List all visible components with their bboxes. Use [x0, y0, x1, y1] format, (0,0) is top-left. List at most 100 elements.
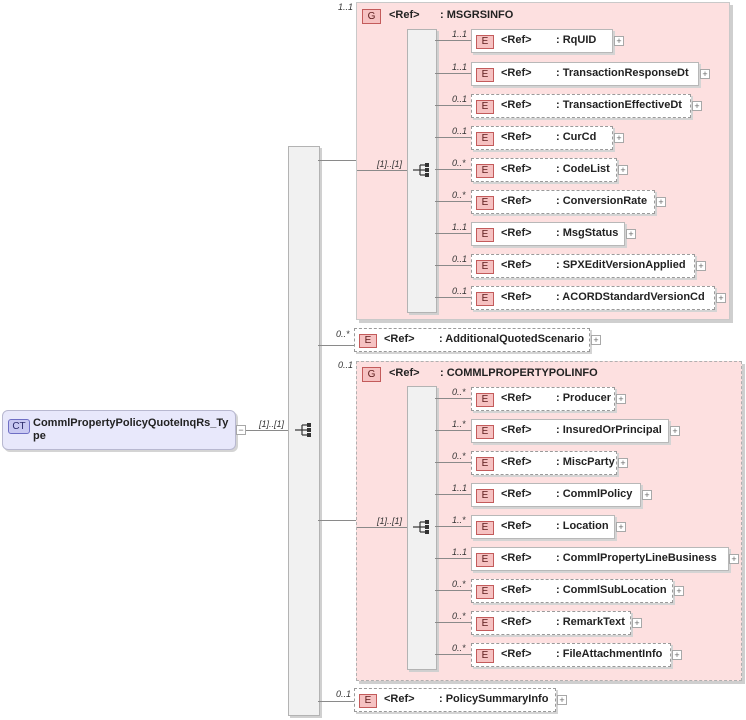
element-badge: E — [476, 521, 494, 535]
expand-toggle[interactable]: + — [729, 554, 739, 564]
expand-toggle[interactable]: + — [696, 261, 706, 271]
element-badge: E — [476, 489, 494, 503]
connector — [435, 430, 471, 431]
expand-toggle[interactable]: + — [618, 458, 628, 468]
connector — [435, 622, 471, 623]
element-insuredorprincipal[interactable]: E <Ref> : InsuredOrPrincipal — [471, 419, 669, 443]
expand-toggle[interactable]: + — [716, 293, 726, 303]
element-badge: E — [476, 132, 494, 146]
connector — [435, 105, 471, 106]
connector — [318, 701, 354, 702]
connector — [435, 297, 471, 298]
element-conversionrate[interactable]: E <Ref> : ConversionRate — [471, 190, 655, 214]
item-cardinality: 1..1 — [452, 29, 468, 39]
element-name: : CommlPolicy — [556, 488, 633, 500]
element-commlsublocation[interactable]: E <Ref> : CommlSubLocation — [471, 579, 673, 603]
expand-toggle[interactable]: + — [614, 36, 624, 46]
expand-toggle[interactable]: + — [642, 490, 652, 500]
commlpropertypolinfo-group[interactable]: G <Ref> : COMMLPROPERTYPOLINFO [1]..[1] … — [356, 361, 742, 681]
expand-toggle[interactable]: + — [616, 394, 626, 404]
element-ref: <Ref> — [501, 195, 532, 207]
element-name: : MsgStatus — [556, 227, 619, 239]
element-badge: E — [476, 393, 494, 407]
element-ref: <Ref> — [501, 259, 532, 271]
expand-toggle[interactable]: + — [616, 522, 626, 532]
element-miscparty[interactable]: E <Ref> : MiscParty — [471, 451, 617, 475]
msgrsinfo-group[interactable]: G <Ref> : MSGRSINFO [1]..[1] 1..1 E <Ref… — [356, 2, 730, 320]
element-ref: <Ref> — [501, 456, 532, 468]
element-name: : Location — [556, 520, 609, 532]
element-curcd[interactable]: E <Ref> : CurCd — [471, 126, 613, 150]
group-name: : MSGRSINFO — [440, 9, 514, 21]
expand-toggle[interactable]: + — [632, 618, 642, 628]
element-fileattachmentinfo[interactable]: E <Ref> : FileAttachmentInfo — [471, 643, 671, 667]
element-producer[interactable]: E <Ref> : Producer — [471, 387, 615, 411]
element-msgstatus[interactable]: E <Ref> : MsgStatus — [471, 222, 625, 246]
complex-type-node[interactable]: CT CommlPropertyPolicyQuoteInqRs_Type — [2, 410, 236, 450]
connector — [435, 654, 471, 655]
element-badge: E — [476, 35, 494, 49]
commlpropertypolinfo-cardinality: 0..1 — [338, 360, 354, 370]
element-policysummaryinfo[interactable]: E <Ref> : PolicySummaryInfo — [354, 688, 556, 712]
element-name: : ACORDStandardVersionCd — [556, 291, 705, 303]
collapse-toggle[interactable]: − — [236, 425, 246, 435]
msgrsinfo-header: G <Ref> : MSGRSINFO — [362, 7, 562, 25]
connector — [318, 160, 356, 161]
item-cardinality: 1..* — [452, 515, 466, 525]
connector — [357, 527, 407, 528]
expand-toggle[interactable]: + — [591, 335, 601, 345]
additional-cardinality: 0..* — [336, 329, 350, 339]
expand-toggle[interactable]: + — [700, 69, 710, 79]
connector — [318, 345, 354, 346]
element-rquid[interactable]: E <Ref> : RqUID — [471, 29, 613, 53]
element-transactioneffectivedt[interactable]: E <Ref> : TransactionEffectiveDt — [471, 94, 691, 118]
expand-toggle[interactable]: + — [618, 165, 628, 175]
element-location[interactable]: E <Ref> : Location — [471, 515, 615, 539]
element-ref: <Ref> — [501, 424, 532, 436]
item-cardinality: 0..* — [452, 611, 466, 621]
element-badge: E — [476, 425, 494, 439]
item-cardinality: 0..* — [452, 643, 466, 653]
element-remarktext[interactable]: E <Ref> : RemarkText — [471, 611, 631, 635]
item-cardinality: 0..1 — [452, 254, 468, 264]
element-badge: E — [476, 228, 494, 242]
element-badge: E — [476, 553, 494, 567]
element-ref: <Ref> — [501, 99, 532, 111]
item-cardinality: 0..* — [452, 579, 466, 589]
expand-toggle[interactable]: + — [670, 426, 680, 436]
element-acordstandardversioncd[interactable]: E <Ref> : ACORDStandardVersionCd — [471, 286, 715, 310]
element-badge: E — [476, 68, 494, 82]
expand-toggle[interactable]: + — [557, 695, 567, 705]
expand-toggle[interactable]: + — [674, 586, 684, 596]
element-ref: <Ref> — [384, 693, 415, 705]
summary-cardinality: 0..1 — [336, 689, 352, 699]
connector — [435, 526, 471, 527]
element-badge: E — [476, 196, 494, 210]
expand-toggle[interactable]: + — [614, 133, 624, 143]
element-name: : PolicySummaryInfo — [439, 693, 549, 705]
element-badge: E — [476, 585, 494, 599]
element-commlpolicy[interactable]: E <Ref> : CommlPolicy — [471, 483, 641, 507]
element-badge: E — [476, 649, 494, 663]
expand-toggle[interactable]: + — [672, 650, 682, 660]
complex-type-name: CommlPropertyPolicyQuoteInqRs_Type — [33, 417, 229, 442]
element-ref: <Ref> — [501, 163, 532, 175]
element-ref: <Ref> — [501, 648, 532, 660]
element-additionalquotedscenario[interactable]: E <Ref> : AdditionalQuotedScenario — [354, 328, 590, 352]
expand-toggle[interactable]: + — [656, 197, 666, 207]
element-ref: <Ref> — [501, 616, 532, 628]
connector — [435, 233, 471, 234]
expand-toggle[interactable]: + — [692, 101, 702, 111]
element-commlpropertylinebusiness[interactable]: E <Ref> : CommlPropertyLineBusiness — [471, 547, 729, 571]
element-name: : CodeList — [556, 163, 610, 175]
element-transactionresponsedt[interactable]: E <Ref> : TransactionResponseDt — [471, 62, 699, 86]
group-badge: G — [362, 9, 381, 24]
element-codelist[interactable]: E <Ref> : CodeList — [471, 158, 617, 182]
element-name: : TransactionEffectiveDt — [556, 99, 682, 111]
item-cardinality: 0..1 — [452, 126, 468, 136]
item-cardinality: 0..* — [452, 387, 466, 397]
expand-toggle[interactable]: + — [626, 229, 636, 239]
sequence-icon — [295, 423, 311, 437]
element-spxeditversionapplied[interactable]: E <Ref> : SPXEditVersionApplied — [471, 254, 695, 278]
sequence-icon — [413, 163, 429, 177]
